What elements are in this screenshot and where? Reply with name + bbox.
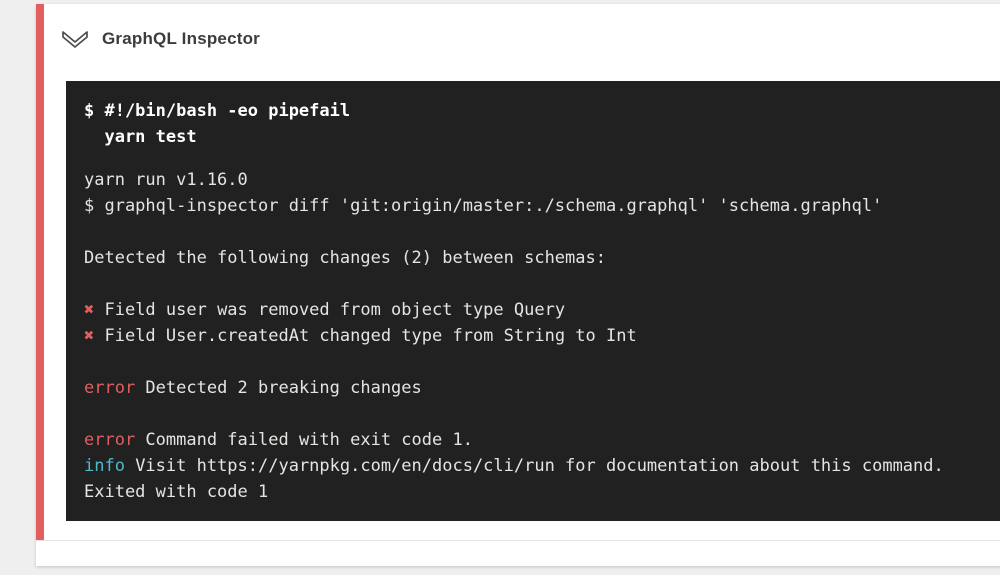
chevron-double-down-icon[interactable] [60, 28, 90, 52]
job-output-card: GraphQL Inspector $ #!/bin/bash -eo pipe… [36, 4, 1000, 566]
line-prefix-breaking-change-icon: ✖ [84, 326, 95, 346]
line-prefix-error: error [84, 378, 136, 398]
output-block: yarn run v1.16.0 $ graphql-inspector diff… [84, 167, 1000, 505]
step-header[interactable]: GraphQL Inspector [44, 4, 1000, 74]
line-prefix-breaking-change-icon: ✖ [84, 300, 95, 320]
terminal-line: info Visit https://yarnpkg.com/en/docs/c… [84, 456, 944, 476]
terminal-line: yarn run v1.16.0 [84, 170, 248, 190]
command-line: $ #!/bin/bash -eo pipefail [84, 101, 351, 121]
terminal-line: error Detected 2 breaking changes [84, 378, 422, 398]
terminal-line: Exited with code 1 [84, 482, 269, 502]
command-block: $ #!/bin/bash -eo pipefail yarn test [84, 98, 1000, 150]
step-section: GraphQL Inspector $ #!/bin/bash -eo pipe… [36, 4, 1000, 541]
step-title: GraphQL Inspector [102, 29, 261, 48]
terminal-line: ✖ Field User.createdAt changed type from… [84, 326, 637, 346]
terminal-line [84, 349, 1000, 375]
terminal-line: $ graphql-inspector diff 'git:origin/mas… [84, 196, 883, 216]
line-prefix-info: info [84, 456, 125, 476]
terminal-output: $ #!/bin/bash -eo pipefail yarn test yar… [66, 81, 1000, 521]
terminal-line [84, 271, 1000, 297]
terminal-line: Detected the following changes (2) betwe… [84, 248, 606, 268]
terminal-line [84, 401, 1000, 427]
terminal-line: ✖ Field user was removed from object typ… [84, 300, 566, 320]
terminal-line: error Command failed with exit code 1. [84, 430, 473, 450]
line-prefix-error: error [84, 430, 136, 450]
command-line: yarn test [84, 127, 197, 147]
terminal-line [84, 219, 1000, 245]
failed-status-bar [36, 4, 44, 540]
